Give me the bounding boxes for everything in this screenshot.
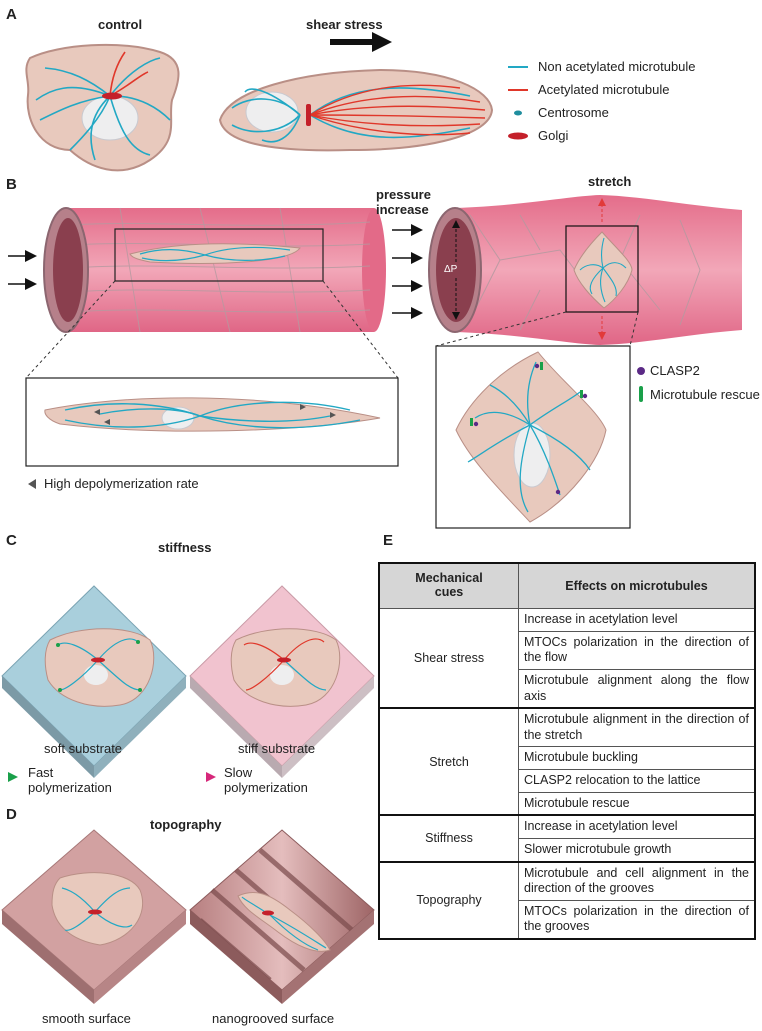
table-row: MTOCs polarization in the direction of t… xyxy=(379,899,756,940)
label-soft-substrate: soft substrate xyxy=(44,741,123,756)
cue-stretch: Stretch xyxy=(378,707,519,817)
cue-stiffness: Stiffness xyxy=(378,814,519,863)
label-stiff-substrate: stiff substrate xyxy=(238,741,316,756)
legend-a-centrosome: Centrosome xyxy=(538,105,609,120)
effect-cell: Increase in acetylation level xyxy=(518,608,756,632)
header-effects: Effects on microtubules xyxy=(518,562,756,609)
label-topography: topography xyxy=(150,817,222,832)
panel-letter-c: C xyxy=(6,532,17,549)
effect-cell: Microtubule alignment along the flow axi… xyxy=(518,668,756,710)
panel-d-smooth-surface xyxy=(1,829,187,1004)
legend-a-acetylated: Acetylated microtubule xyxy=(538,82,670,97)
legend-b-rescue: Microtubule rescue xyxy=(650,387,760,402)
table-row: Microtubule rescue xyxy=(379,791,756,817)
effect-cell: Microtubule alignment in the direction o… xyxy=(518,707,756,748)
effect-cell: Microtubule and cell alignment in the di… xyxy=(518,861,756,901)
legend-a-marks xyxy=(508,66,528,140)
effect-cell: MTOCs polarization in the direction of t… xyxy=(518,899,756,940)
legend-a-golgi: Golgi xyxy=(538,128,569,143)
table-row: Microtubule alignment along the flow axi… xyxy=(379,668,756,710)
label-control: control xyxy=(98,17,143,32)
legend-a-non-acetylated: Non acetylated microtubule xyxy=(538,59,696,74)
panel-letter-e: E xyxy=(383,532,394,549)
label-delta-p: ΔP xyxy=(444,264,458,275)
panel-c-stiff-substrate xyxy=(189,585,375,778)
table-row: Shear stress Increase in acetylation lev… xyxy=(378,608,756,710)
mechanical-cues-table: Mechanical cues Effects on microtubules … xyxy=(378,562,756,940)
table-row: Stretch Microtubule alignment in the dir… xyxy=(378,707,756,817)
effect-cell: MTOCs polarization in the direction of t… xyxy=(518,630,756,670)
panel-letter-a: A xyxy=(6,6,17,23)
label-fast-polymerization: Fast polymerization xyxy=(28,765,112,795)
table-row: Stiffness Increase in acetylation level xyxy=(378,814,756,863)
table-row: Topography Microtubule and cell alignmen… xyxy=(378,861,756,940)
table-row: Slower microtubule growth xyxy=(379,837,756,863)
panel-a-shear-cell xyxy=(218,68,494,152)
table-header-row: Mechanical cues Effects on microtubules xyxy=(378,562,756,609)
effect-cell: CLASP2 relocation to the lattice xyxy=(518,769,756,793)
label-shear-stress: shear stress xyxy=(306,17,383,32)
effect-cell: Microtubule buckling xyxy=(518,746,756,770)
panel-a-control-cell xyxy=(25,43,180,172)
effect-cell: Slower microtubule growth xyxy=(518,837,756,863)
panel-d-nanogrooved-surface xyxy=(189,829,375,1004)
label-pressure-increase: pressure increase xyxy=(376,187,431,217)
legend-b-clasp2: CLASP2 xyxy=(650,363,700,378)
label-slow-polymerization: Slow polymerization xyxy=(224,765,308,795)
label-smooth-surface: smooth surface xyxy=(42,1011,131,1026)
zoom-cell-right xyxy=(455,351,607,523)
table-row: MTOCs polarization in the direction of t… xyxy=(379,630,756,670)
effect-cell: Increase in acetylation level xyxy=(518,814,756,839)
label-stretch: stretch xyxy=(588,174,632,189)
label-high-depolymerization: High depolymerization rate xyxy=(44,476,199,491)
label-stiffness: stiffness xyxy=(158,540,212,555)
panel-letter-d: D xyxy=(6,806,17,823)
cue-shear-stress: Shear stress xyxy=(378,608,519,710)
panel-letter-b: B xyxy=(6,176,17,193)
table-row: Microtubule buckling xyxy=(379,746,756,770)
cue-topography: Topography xyxy=(378,861,519,940)
zoom-cell-left xyxy=(44,397,381,432)
panel-b-vessel-left xyxy=(43,207,386,333)
header-mechanical-cues: Mechanical cues xyxy=(378,562,519,609)
panel-b-vessel-right xyxy=(428,195,742,345)
panel-c-soft-substrate xyxy=(1,585,187,778)
table-row: CLASP2 relocation to the lattice xyxy=(379,769,756,793)
effect-cell: Microtubule rescue xyxy=(518,791,756,817)
label-nanogrooved-surface: nanogrooved surface xyxy=(212,1011,335,1026)
